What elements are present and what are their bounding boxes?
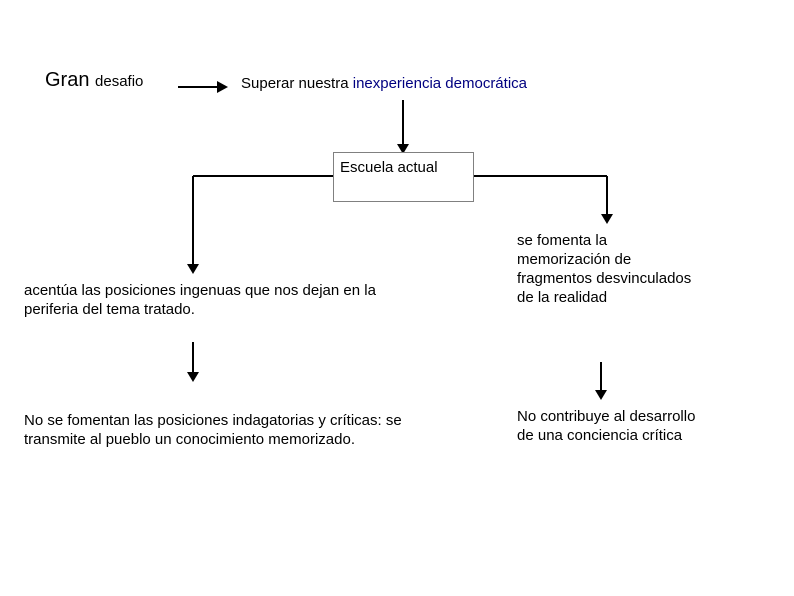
left-outcome-text: No se fomentan las posiciones indagatori… — [24, 412, 402, 448]
superar-prefix: Superar nuestra — [241, 75, 353, 92]
arrow-right-consequence-to-outcome — [595, 362, 607, 400]
escuela-actual-label: Escuela actual — [340, 159, 438, 176]
arrow-bus-to-right-consequence — [601, 176, 613, 224]
arrow-left-consequence-to-outcome — [187, 342, 199, 382]
arrow-gran-to-superar — [178, 81, 228, 93]
right-outcome-text: No contribuye al desarrollo de una conci… — [517, 408, 696, 444]
left-consequence-text: acentúa las posiciones ingenuas que nos … — [24, 282, 376, 318]
gran-desafio-suffix: desafio — [95, 73, 144, 90]
gran-desafio-emphasis: Gran — [45, 69, 96, 91]
right-consequence-text: se fomenta la memorización de fragmentos… — [517, 232, 692, 306]
gran-desafio-label: Gran desafio — [45, 70, 143, 90]
inexperiencia-democratica-accent: inexperiencia democrática — [352, 75, 527, 92]
escuela-actual-box — [333, 152, 474, 202]
superar-nuestra-label: Superar nuestra inexperiencia democrátic… — [241, 76, 527, 91]
arrow-bus-to-left-consequence — [187, 176, 199, 274]
arrow-superar-to-box — [397, 100, 409, 154]
